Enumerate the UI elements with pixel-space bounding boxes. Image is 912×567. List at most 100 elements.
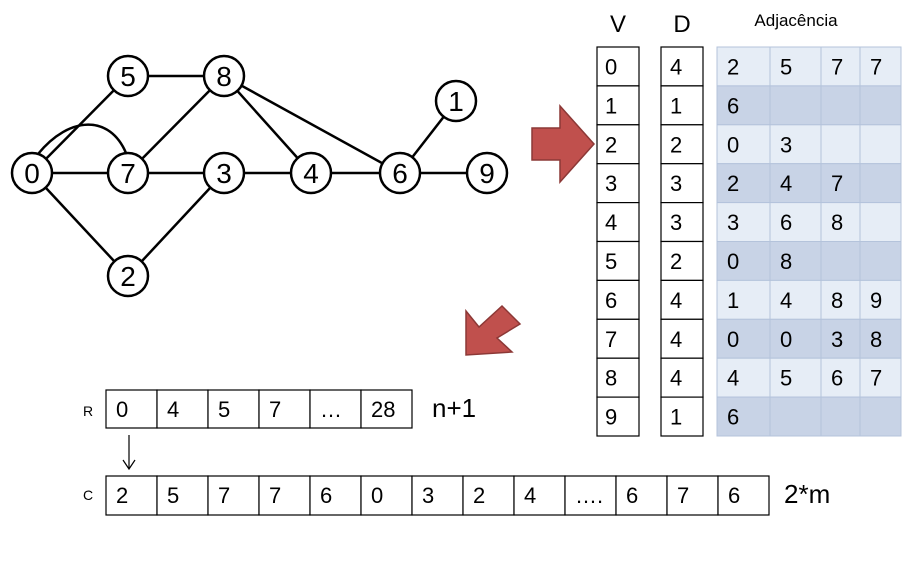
d-cell <box>660 240 704 282</box>
d-value: 4 <box>670 54 682 79</box>
c-value: 2 <box>116 483 128 508</box>
c-cell <box>207 475 260 516</box>
adj-value: 8 <box>831 288 843 313</box>
node-0: 0 <box>10 151 54 195</box>
adj-value: 0 <box>727 327 739 352</box>
adj-cell <box>769 241 822 281</box>
c-value: 6 <box>626 483 638 508</box>
r-cell <box>207 389 260 429</box>
c-cell <box>105 475 158 516</box>
adj-value: 4 <box>780 171 792 196</box>
adj-cell <box>859 279 902 320</box>
v-value: 1 <box>605 93 617 118</box>
r-cell <box>360 389 413 429</box>
adj-cell <box>820 357 861 398</box>
adj-value: 3 <box>831 327 843 352</box>
adj-value: 0 <box>780 327 792 352</box>
adj-cell <box>859 357 902 398</box>
edge-8-7 <box>127 75 225 174</box>
node-label: 4 <box>303 158 319 189</box>
node-7: 7 <box>106 151 150 195</box>
adj-cell <box>716 241 771 281</box>
c-value: 7 <box>677 483 689 508</box>
node-circle <box>202 54 246 98</box>
adj-cell <box>716 357 771 398</box>
v-value: 4 <box>605 210 617 235</box>
pointer-arrow-head <box>122 459 136 471</box>
arrow-right-icon <box>531 104 596 184</box>
c-value: 7 <box>218 483 230 508</box>
d-value: 2 <box>670 132 682 157</box>
adj-cell <box>859 396 902 437</box>
c-value: …. <box>575 483 603 508</box>
d-cell <box>660 396 704 437</box>
adj-value: 7 <box>870 54 882 79</box>
edge-0-2 <box>31 172 129 277</box>
v-cell <box>596 124 640 165</box>
adj-value: 6 <box>780 210 792 235</box>
adj-cell <box>820 202 861 243</box>
adj-value: 3 <box>727 210 739 235</box>
adj-value: 5 <box>780 366 792 391</box>
adj-value: 0 <box>727 249 739 274</box>
adj-cell <box>769 357 822 398</box>
adj-cell <box>859 318 902 359</box>
c-cell <box>411 475 464 516</box>
v-cell <box>596 396 640 437</box>
adj-cell <box>820 318 861 359</box>
adj-cell <box>820 46 861 87</box>
adj-cell <box>859 202 902 243</box>
edge-0-7-arc <box>37 123 128 155</box>
node-label: 2 <box>120 261 136 292</box>
d-cell <box>660 357 704 398</box>
r-value: 7 <box>269 397 281 422</box>
c-label: C <box>83 487 93 503</box>
node-circle <box>106 254 150 298</box>
node-circle <box>106 54 150 98</box>
d-value: 4 <box>670 366 682 391</box>
adj-value: 6 <box>727 93 739 118</box>
adj-cell <box>769 85 822 126</box>
d-value: 3 <box>670 171 682 196</box>
adj-value: 9 <box>870 288 882 313</box>
c-value: 3 <box>422 483 434 508</box>
r-cell <box>258 389 311 429</box>
adj-value: 5 <box>780 54 792 79</box>
r-cell <box>309 389 362 429</box>
adj-cell <box>716 396 771 437</box>
r-label: R <box>83 403 93 419</box>
r-cell <box>105 389 158 429</box>
adj-cell <box>820 396 861 437</box>
edge-8-4 <box>223 75 312 174</box>
adj-value: 8 <box>780 249 792 274</box>
node-label: 1 <box>448 86 464 117</box>
node-1: 1 <box>434 79 478 123</box>
adj-value: 3 <box>780 132 792 157</box>
v-value: 9 <box>605 405 617 430</box>
adj-value: 1 <box>727 288 739 313</box>
c-cell <box>258 475 311 516</box>
d-value: 2 <box>670 249 682 274</box>
v-cell <box>596 85 640 126</box>
c-cell <box>462 475 515 516</box>
adj-cell <box>859 163 902 204</box>
node-2: 2 <box>106 254 150 298</box>
adj-value: 7 <box>831 54 843 79</box>
arrows <box>465 104 596 356</box>
r-value: 5 <box>218 397 230 422</box>
node-circle <box>465 151 509 195</box>
adj-cell <box>716 163 771 204</box>
node-label: 7 <box>120 158 136 189</box>
edge-3-2 <box>127 172 225 277</box>
adj-value: 6 <box>831 366 843 391</box>
c-value: 4 <box>524 483 536 508</box>
